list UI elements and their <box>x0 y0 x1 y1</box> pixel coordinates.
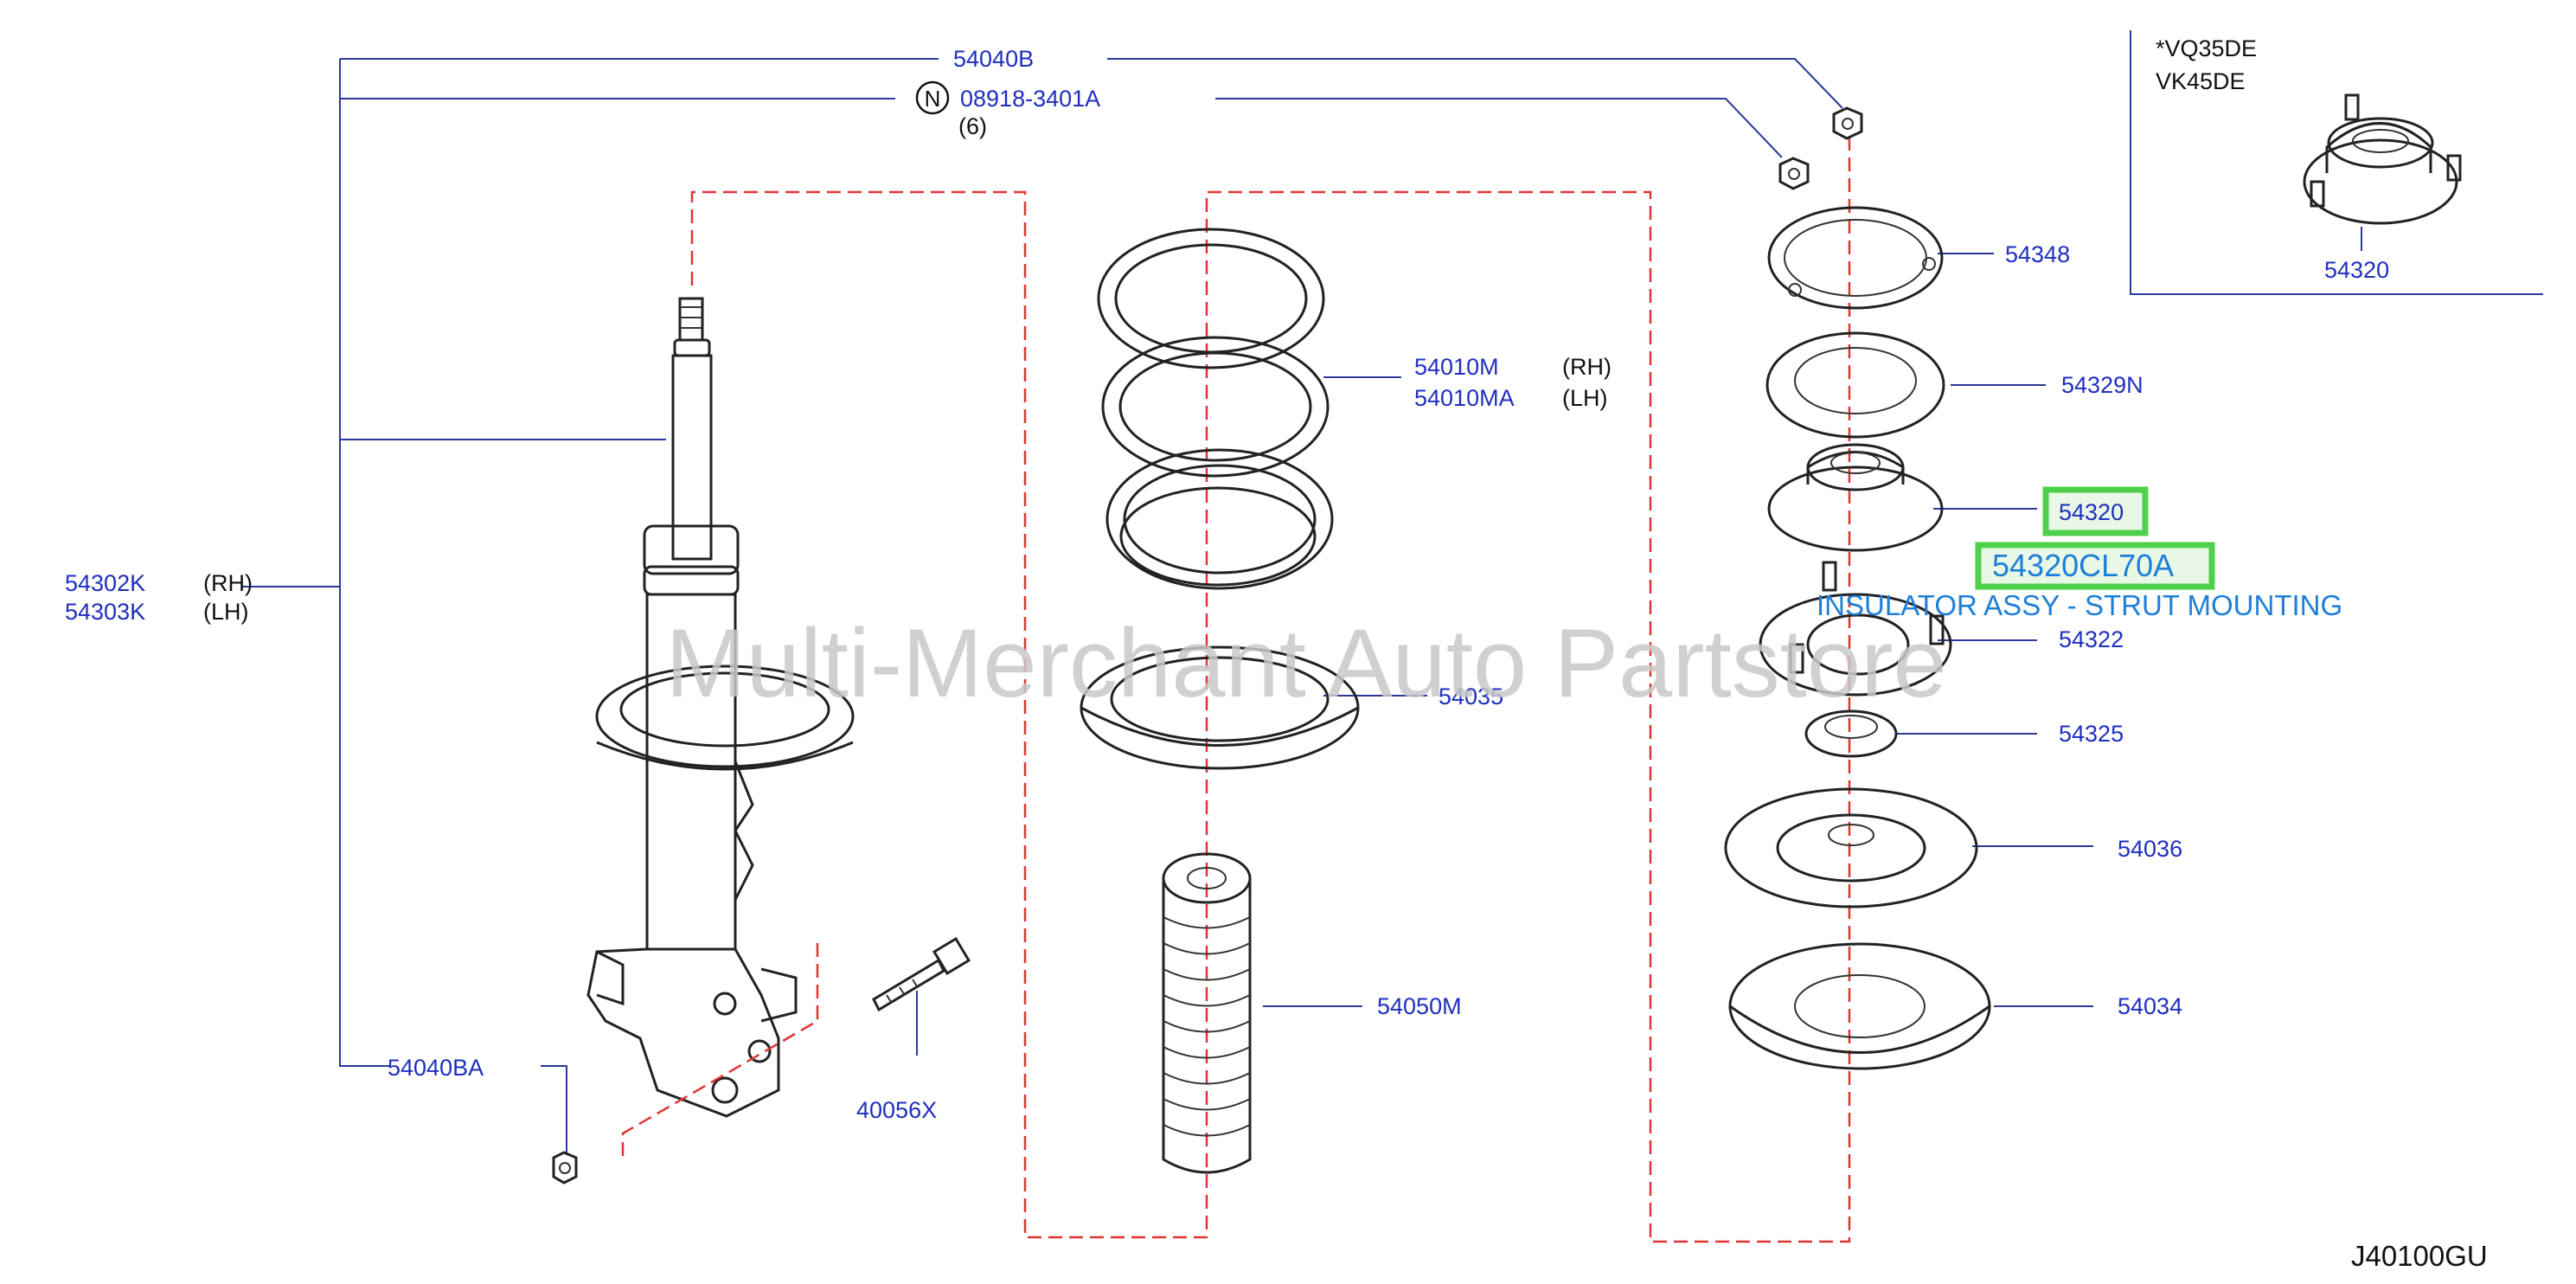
label-54303K-lh: (LH) <box>203 599 249 625</box>
label-54302K[interactable]: 54302K <box>65 570 145 596</box>
label-54322[interactable]: 54322 <box>2059 626 2124 652</box>
highlight-description: INSULATOR ASSY - STRUT MOUNTING <box>1817 589 2342 621</box>
label-54036[interactable]: 54036 <box>2118 836 2182 862</box>
n-symbol: N <box>915 80 950 115</box>
label-54303K[interactable]: 54303K <box>65 599 145 625</box>
highlight-box-part-number <box>1975 542 2215 590</box>
label-54050M[interactable]: 54050M <box>1377 993 1462 1019</box>
seat-54034 <box>1728 942 1991 1070</box>
watermark: Multi-Merchant Auto Partstore <box>665 609 1946 717</box>
bearing-54325 <box>1804 709 1898 758</box>
label-54040BA[interactable]: 54040BA <box>388 1055 484 1081</box>
diagram-code: J40100GU <box>2351 1240 2488 1272</box>
highlight-box-54320 <box>2042 486 2149 536</box>
label-qty-6: (6) <box>958 113 987 139</box>
nut-08918 <box>1778 157 1810 190</box>
label-54329N[interactable]: 54329N <box>2061 372 2143 398</box>
label-54302K-rh: (RH) <box>203 570 253 596</box>
inset-engine-2: VK45DE <box>2156 68 2246 94</box>
label-54040B[interactable]: 54040B <box>953 46 1034 72</box>
label-54034[interactable]: 54034 <box>2118 993 2182 1019</box>
variant-inset <box>2130 30 2543 295</box>
mount-54322 <box>1759 561 1952 697</box>
label-08918-3401A[interactable]: 08918-3401A <box>960 86 1100 112</box>
bolt-40056X <box>872 936 971 1012</box>
assembly-dash-lines <box>690 134 1851 1243</box>
label-54010M-rh: (RH) <box>1562 354 1612 380</box>
insulator-54320 <box>1767 443 1944 552</box>
bracket-leaders <box>242 58 2093 1155</box>
label-54035[interactable]: 54035 <box>1439 684 1503 709</box>
strut-assembly <box>586 297 855 1159</box>
n-symbol-text: N <box>925 86 941 112</box>
coil-spring <box>1097 228 1334 590</box>
inset-engine-1: *VQ35DE <box>2156 35 2257 61</box>
label-inset-54320[interactable]: 54320 <box>2324 257 2389 283</box>
label-40056X[interactable]: 40056X <box>856 1097 937 1123</box>
nut-54040B <box>1832 106 1863 140</box>
label-54010MA[interactable]: 54010MA <box>1414 385 1515 411</box>
spring-seat-54035 <box>1080 645 1360 770</box>
label-54010M[interactable]: 54010M <box>1414 354 1499 380</box>
label-54010MA-lh: (LH) <box>1562 385 1608 411</box>
highlight-part-number[interactable]: 54320CL70A <box>1992 548 2174 583</box>
nut-54040BA <box>552 1151 578 1184</box>
seat-54036 <box>1724 787 1978 908</box>
label-54325[interactable]: 54325 <box>2059 721 2124 747</box>
bump-boot-54050M <box>1162 852 1252 1174</box>
gasket-54348 <box>1767 206 1944 310</box>
label-54348[interactable]: 54348 <box>2005 241 2070 267</box>
label-54320[interactable]: 54320 <box>2059 499 2124 525</box>
gasket-54329N <box>1765 331 1945 439</box>
